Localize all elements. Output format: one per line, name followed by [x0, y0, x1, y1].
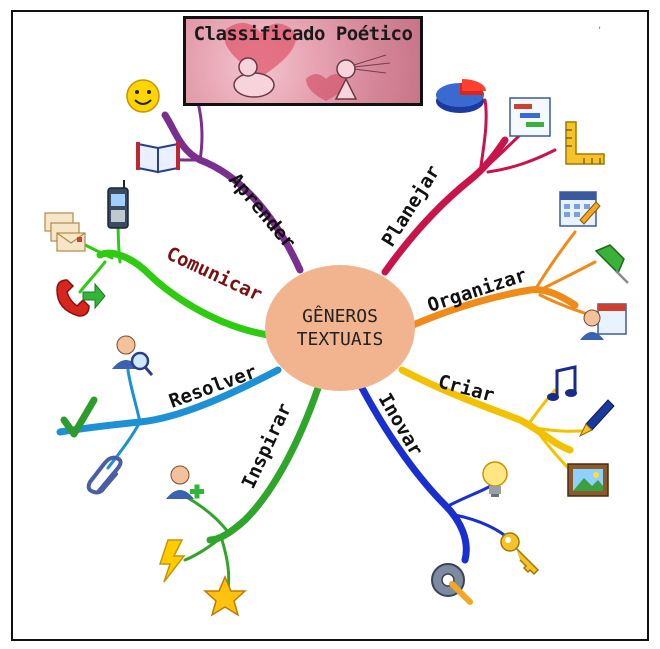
page-frame	[11, 10, 649, 641]
user-search-icon	[112, 335, 154, 376]
title-banner: Classificado Poético	[183, 16, 423, 106]
branch-comunicar	[96, 249, 272, 339]
mobile-phone-icon	[107, 180, 129, 229]
lightning-icon	[158, 539, 186, 583]
branch-aprender	[161, 111, 304, 274]
gantt-chart-icon	[509, 97, 551, 137]
pie-chart-icon	[436, 79, 486, 113]
telephone-icon	[56, 279, 106, 317]
calendar-icon	[559, 191, 601, 227]
page-title: Classificado Poético	[193, 23, 413, 45]
branch-inspirar	[206, 384, 322, 544]
title-banner-illustration	[224, 22, 391, 101]
pushpin-icon	[594, 244, 629, 284]
lightbulb-icon	[482, 461, 508, 497]
branch-inovar	[358, 384, 470, 564]
central-node-line2: TEXTUAIS	[296, 329, 384, 350]
picture-icon	[567, 463, 609, 497]
branch-label-inspirar: Inspirar	[238, 400, 297, 492]
music-note-icon	[547, 365, 577, 401]
book-icon	[136, 142, 180, 174]
central-node-line1: GÊNEROS	[302, 306, 378, 327]
ruler-icon	[565, 121, 605, 165]
branch-label-aprender: Aprender	[224, 169, 300, 253]
key-icon	[500, 532, 540, 576]
checkmark-icon	[60, 396, 98, 438]
star-icon	[203, 575, 247, 617]
central-node: GÊNEROS TEXTUAIS	[265, 265, 415, 391]
gear-wrench-icon	[431, 563, 473, 605]
user-calendar-icon	[580, 303, 627, 340]
branch-lines	[56, 78, 602, 592]
add-user-icon	[166, 465, 204, 499]
envelopes-icon	[44, 212, 86, 252]
smiley-icon	[126, 79, 160, 113]
svg-text:,: ,	[598, 20, 601, 31]
pen-nib-icon	[578, 399, 615, 438]
branch-criar	[398, 366, 574, 454]
branch-planejar	[381, 136, 509, 276]
branch-resolver	[56, 366, 282, 436]
paperclip-icon	[86, 455, 123, 495]
branch-organizar	[409, 286, 579, 329]
